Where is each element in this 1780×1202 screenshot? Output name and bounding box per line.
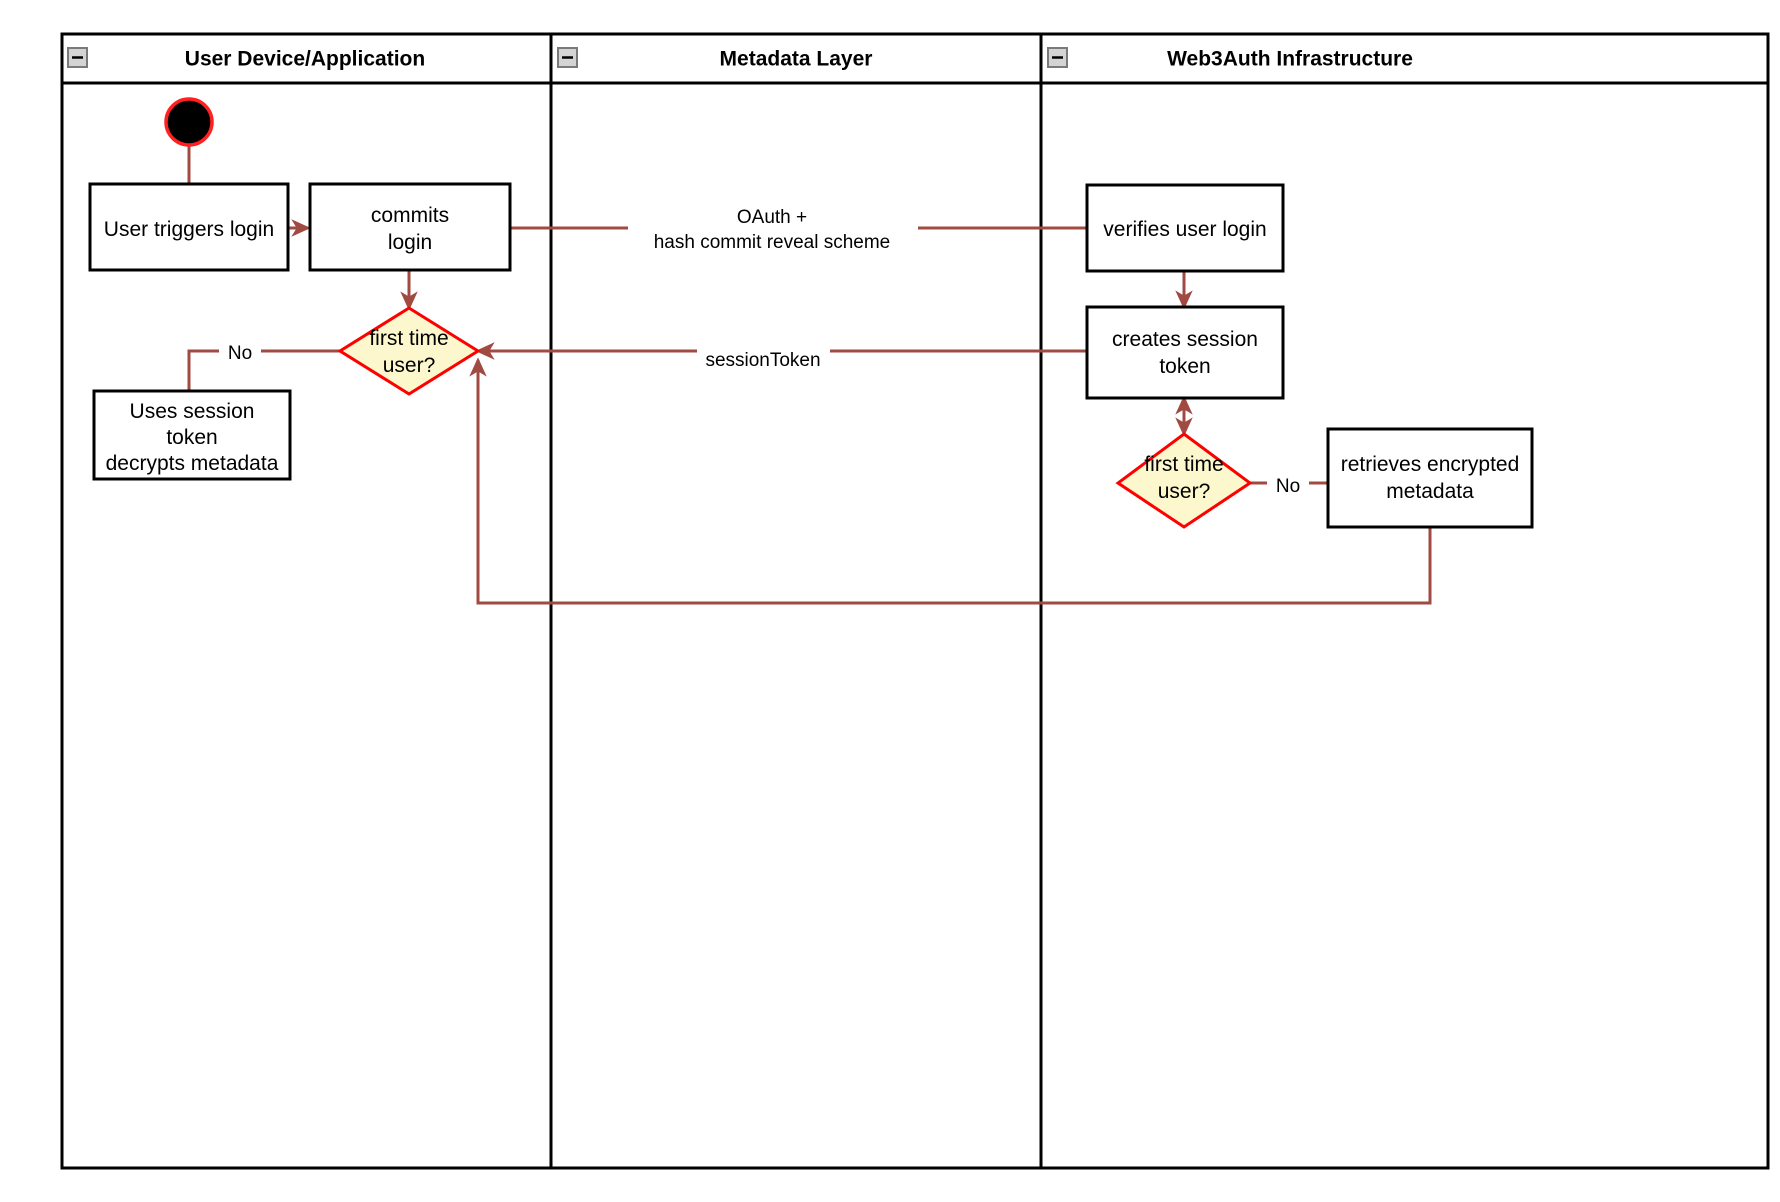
edge-label-session-token: sessionToken (697, 340, 830, 374)
node-uses-session-token-line-1: Uses session (130, 400, 255, 423)
node-retrieves-encrypted-metadata[interactable]: retrieves encrypted metadata (1326, 427, 1534, 529)
node-creates-session-token-line-1: creates session (1112, 328, 1258, 351)
node-uses-session-token[interactable]: Uses session token decrypts metadata (92, 389, 292, 481)
node-commits-login-line-2: login (388, 231, 432, 254)
decision-first-time-user-right[interactable]: first time user? (1115, 432, 1253, 529)
edge-label-no-left: No (219, 336, 261, 366)
collapse-minus-icon[interactable] (557, 47, 578, 68)
decision-right-line-2: user? (1158, 480, 1211, 503)
edge-decision-left-no-to-uses-session-token (187, 349, 343, 391)
node-retrieves-metadata-line-2: metadata (1386, 480, 1474, 503)
node-retrieves-metadata-line-1: retrieves encrypted (1341, 453, 1520, 476)
edge-label-no-right-text: No (1276, 476, 1300, 497)
decision-left-line-2: user? (383, 354, 436, 377)
node-creates-session-token[interactable]: creates session token (1085, 305, 1285, 400)
edge-label-session-token-text: sessionToken (705, 350, 820, 371)
edge-label-oauth-line-2: hash commit reveal scheme (654, 232, 891, 253)
edge-label-oauth: OAuth + hash commit reveal scheme (628, 203, 918, 253)
node-commits-login[interactable]: commits login (308, 182, 512, 272)
lane-title-web3auth: Web3Auth Infrastructure (1167, 48, 1413, 71)
lane-header-metadata[interactable]: Metadata Layer (557, 47, 873, 71)
node-user-triggers-login-line-1: User triggers login (104, 218, 274, 241)
edge-label-no-left-text: No (228, 343, 252, 364)
node-user-triggers-login[interactable]: User triggers login (88, 182, 290, 272)
edge-retrieves-metadata-loop-back (469, 357, 1432, 605)
lane-header-user-device[interactable]: User Device/Application (67, 47, 425, 71)
node-uses-session-token-line-2: token (166, 426, 217, 449)
lane-title-user-device: User Device/Application (185, 48, 425, 71)
decision-left-line-1: first time (369, 327, 448, 350)
edge-label-oauth-line-1: OAuth + (737, 207, 807, 228)
decision-first-time-user-left[interactable]: first time user? (337, 306, 481, 396)
node-verifies-user-login-line-1: verifies user login (1103, 218, 1266, 241)
node-uses-session-token-line-3: decrypts metadata (106, 452, 279, 475)
lane-title-metadata: Metadata Layer (720, 48, 873, 71)
collapse-minus-icon[interactable] (1047, 47, 1068, 68)
node-commits-login-line-1: commits (371, 204, 449, 227)
node-verifies-user-login[interactable]: verifies user login (1085, 183, 1285, 273)
edge-label-no-right: No (1267, 469, 1309, 499)
decision-right-line-1: first time (1144, 453, 1223, 476)
lane-header-web3auth[interactable]: Web3Auth Infrastructure (1047, 47, 1413, 71)
start-node[interactable] (164, 97, 214, 147)
node-creates-session-token-line-2: token (1159, 355, 1210, 378)
collapse-minus-icon[interactable] (67, 47, 88, 68)
